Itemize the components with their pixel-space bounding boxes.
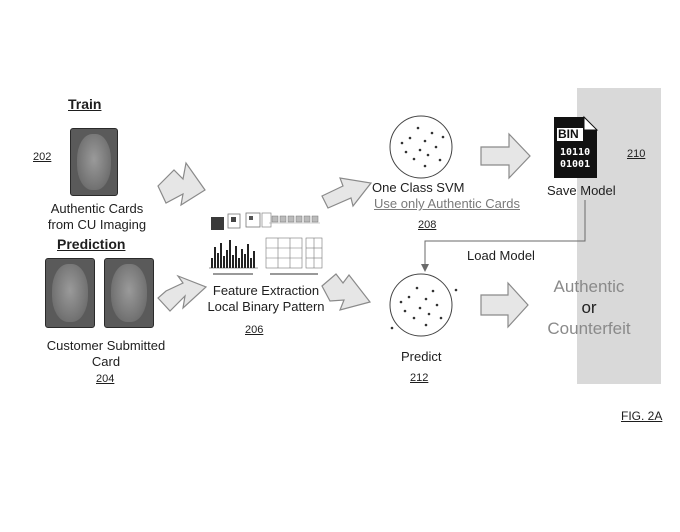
ref-212: 212: [410, 372, 429, 384]
ref-202: 202: [33, 151, 52, 163]
feature-extraction-label: Feature Extraction Local Binary Pattern: [207, 283, 325, 314]
svm-scatter-bottom: [389, 273, 458, 337]
prediction-heading: Prediction: [57, 236, 126, 252]
save-model-label: Save Model: [547, 183, 616, 198]
arrow-train-to-feature: [157, 161, 206, 207]
arrow-predict-to-feature: [157, 274, 208, 312]
customer-card-label: Customer Submitted Card: [46, 338, 166, 369]
figure-label: FIG. 2A: [621, 409, 663, 423]
ref-206: 206: [245, 324, 264, 336]
svm-scatter-top: [389, 115, 453, 179]
ref-204: 204: [96, 373, 115, 385]
output-text: Authentic or Counterfeit: [532, 276, 646, 339]
ref-210: 210: [627, 148, 646, 160]
bin-icon-title: BIN: [558, 127, 579, 141]
feature-extraction-figure: [209, 212, 323, 275]
customer-card-image-1: [45, 258, 95, 328]
bin-icon-digits: 10110 01001: [560, 147, 591, 170]
arrow-feature-to-predict: [321, 273, 372, 311]
ref-208: 208: [418, 219, 437, 231]
output-counterfeit: Counterfeit: [547, 319, 631, 338]
customer-card-image-2: [104, 258, 154, 328]
authentic-cards-label: Authentic Cards from CU Imaging: [47, 201, 147, 232]
arrow-feature-to-svm: [321, 177, 373, 209]
svm-label: One Class SVM: [372, 180, 465, 195]
svm-sublabel: Use only Authentic Cards: [374, 196, 520, 211]
output-authentic: Authentic: [553, 277, 625, 296]
load-model-line: [421, 200, 586, 272]
load-model-label: Load Model: [467, 248, 535, 263]
predict-label: Predict: [401, 349, 442, 364]
authentic-card-image: [70, 128, 118, 196]
bin-file-icon: [554, 115, 599, 178]
arrow-predict-to-output: [480, 281, 529, 329]
train-heading: Train: [68, 96, 102, 112]
output-or: or: [581, 298, 597, 317]
arrow-svm-to-save: [480, 132, 531, 180]
